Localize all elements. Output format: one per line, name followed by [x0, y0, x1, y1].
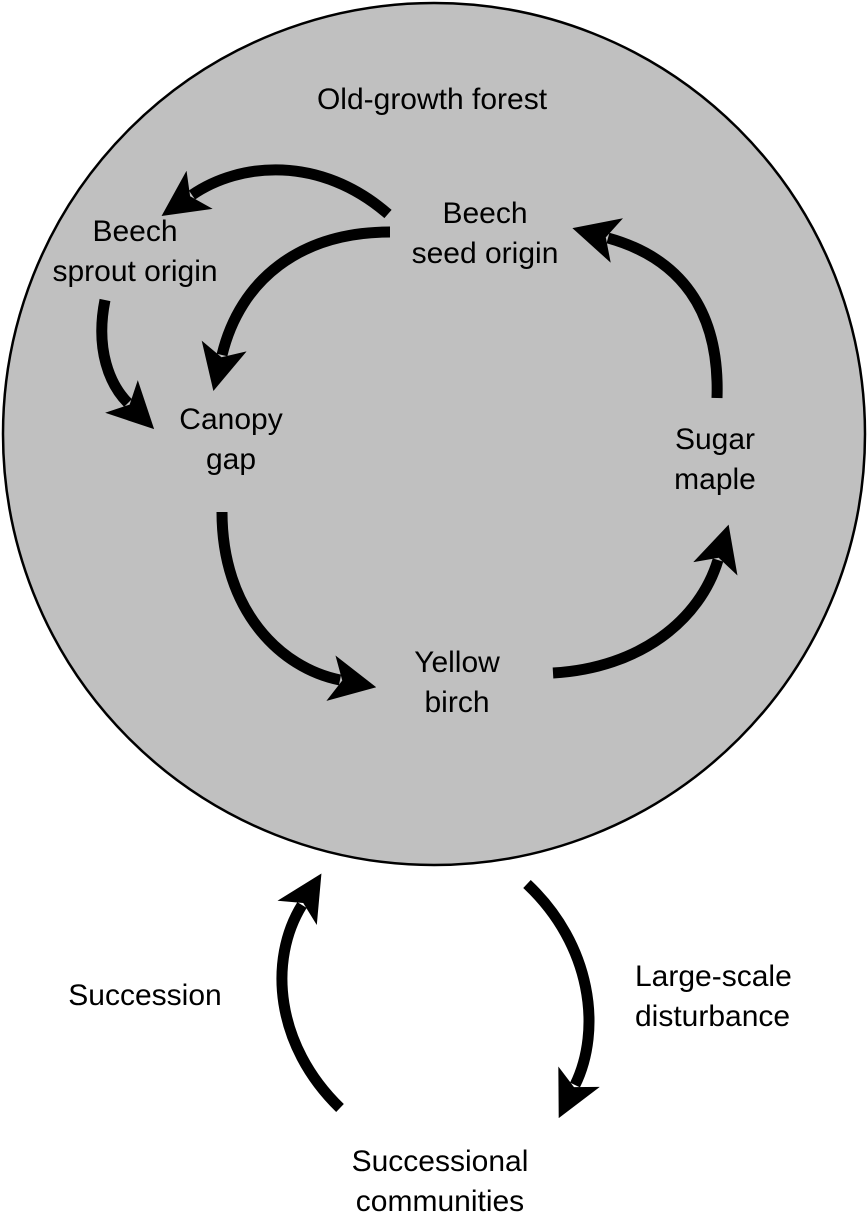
node-beech-seed-line1: Beech	[442, 197, 528, 230]
node-sugar-maple-line2: maple	[674, 463, 756, 496]
node-canopy-gap: Canopy gap	[156, 400, 306, 480]
node-yellow-birch: Yellow birch	[382, 643, 532, 723]
node-beech-sprout-line1: Beech	[92, 215, 178, 248]
arrow-sugar-maple-to-beech-seed	[572, 218, 723, 399]
node-yellow-birch-line2: birch	[424, 686, 490, 719]
label-successional-line1: Successional	[351, 1145, 529, 1178]
node-sugar-maple-line1: Sugar	[674, 423, 756, 456]
label-disturbance-line2: disturbance	[635, 1000, 791, 1033]
node-beech-sprout-origin: Beech sprout origin	[30, 212, 240, 292]
arrow-sprout-to-canopy-gap	[96, 298, 155, 430]
label-disturbance-line1: Large-scale	[635, 960, 792, 993]
arrow-succession	[276, 873, 344, 1112]
node-beech-sprout-line2: sprout origin	[52, 255, 218, 288]
forest-title: Old-growth forest	[282, 80, 582, 120]
arrow-large-scale-disturbance	[523, 879, 600, 1119]
forest-title-text: Old-growth forest	[316, 83, 548, 116]
node-sugar-maple: Sugar maple	[645, 420, 785, 500]
node-yellow-birch-line1: Yellow	[414, 646, 500, 679]
arrow-yellow-birch-to-sugar-maple	[552, 524, 738, 679]
label-large-scale-disturbance: Large-scale disturbance	[635, 957, 855, 1037]
node-beech-seed-origin: Beech seed origin	[385, 194, 585, 274]
arrow-seed-to-canopy-gap	[201, 226, 391, 391]
label-succession: Succession	[40, 976, 250, 1016]
node-beech-seed-line2: seed origin	[411, 237, 559, 270]
label-successional-line2: communities	[355, 1185, 525, 1218]
node-canopy-gap-line2: gap	[205, 443, 257, 476]
label-succession-text: Succession	[68, 979, 222, 1012]
label-successional-communities: Successional communities	[320, 1142, 560, 1222]
node-canopy-gap-line1: Canopy	[179, 403, 283, 436]
arrow-seed-to-sprout	[161, 164, 392, 219]
arrow-canopy-gap-to-yellow-birch	[216, 511, 377, 701]
